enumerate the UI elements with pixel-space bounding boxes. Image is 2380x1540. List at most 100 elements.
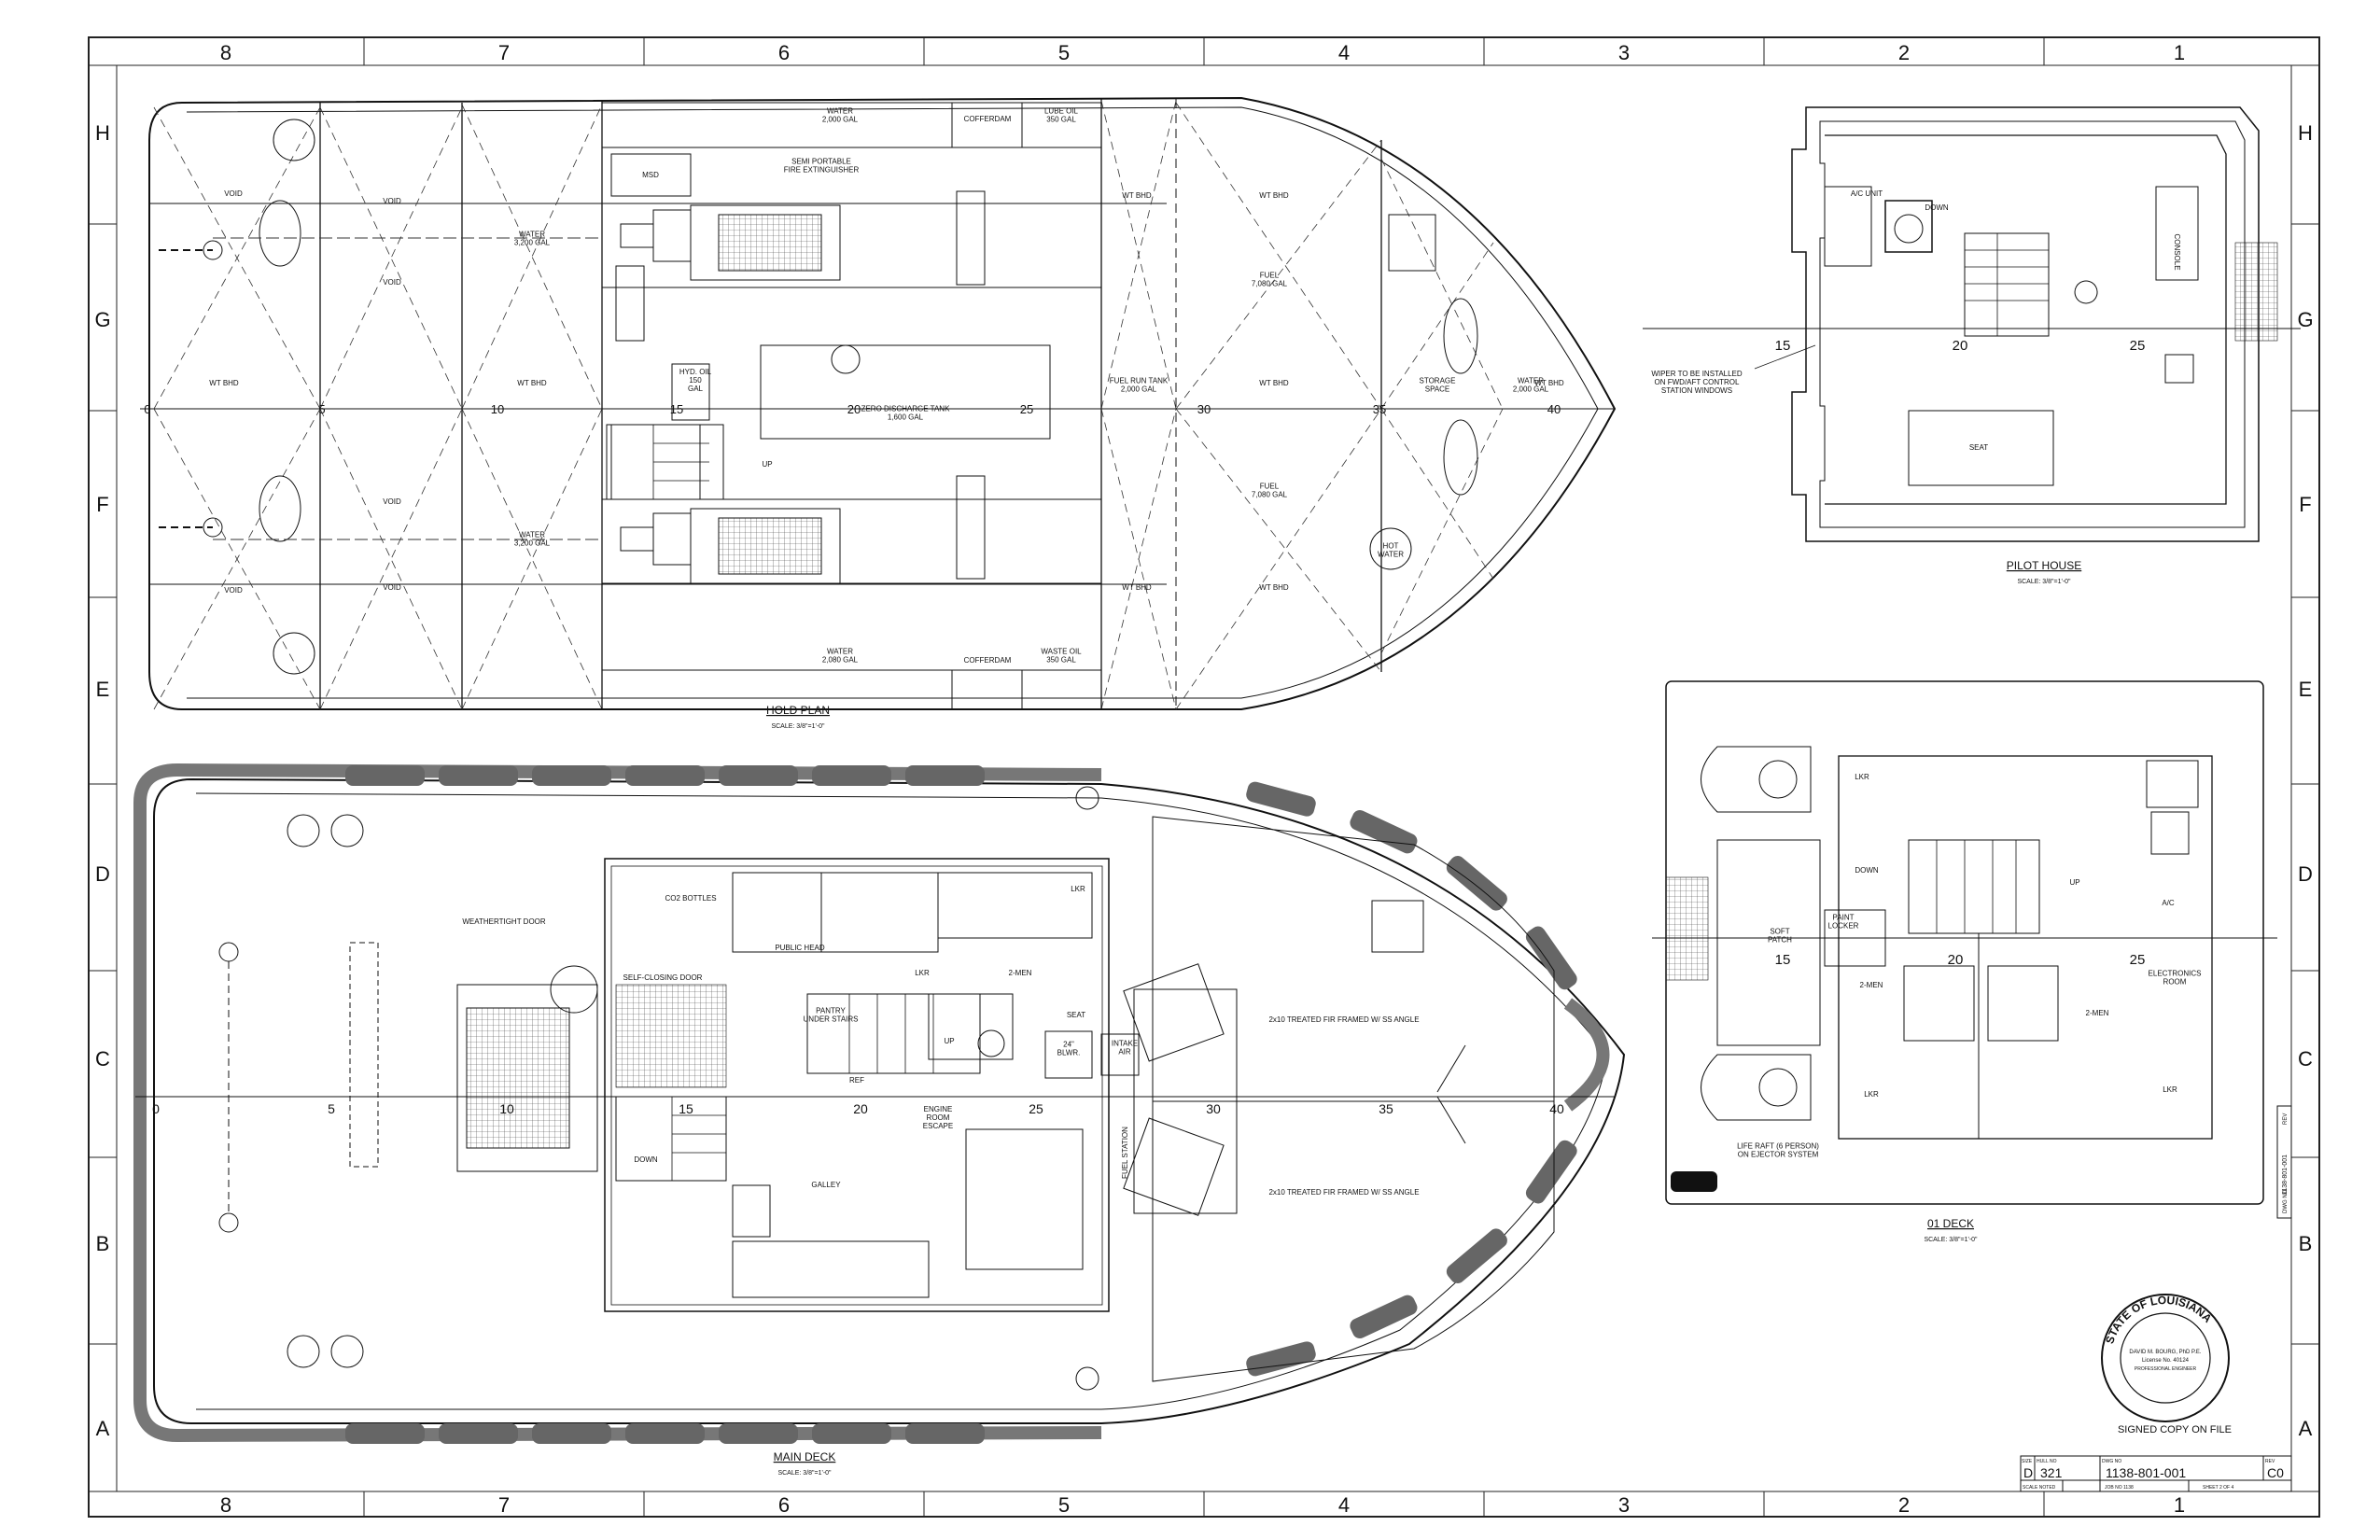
view-scale: SCALE: 3/8"=1'-0" [777,1470,832,1477]
col-label: 5 [1058,1493,1070,1517]
frame-number: 20 [847,402,861,416]
equipment-label: CONSOLE [2173,233,2181,270]
title-block-text: SIZE D HULL NO 321 DWG NO 1138-801-001 R… [2022,1113,2289,1491]
main-hull-outline [153,777,1626,1424]
col-label: 3 [1618,41,1630,64]
room-label: GALLEY [811,1181,841,1189]
main-deck-view: 0 5 10 15 20 25 30 35 40 WEATHERTIGHT DO… [133,763,1626,1477]
room-label: LKR [915,969,930,977]
note-label: LIFE RAFT (6 PERSON)ON EJECTOR SYSTEM [1737,1142,1819,1159]
frame-number: 25 [2130,338,2146,354]
row-label: H [2298,121,2313,145]
tb-size-hdr: SIZE [2022,1459,2033,1464]
frame-number: 40 [1549,1101,1564,1116]
tb-side-rev: REV [2283,1113,2289,1125]
stamp-signed: SIGNED COPY ON FILE [2118,1424,2232,1435]
col-label: 5 [1058,41,1070,64]
equipment-label: CO2 BOTTLES [665,894,716,903]
room-label: SEAT [1067,1011,1085,1019]
frame-number: 15 [679,1101,693,1116]
row-label: G [2297,308,2313,331]
room-label: 2-MEN [1860,981,1883,989]
col-label: 6 [778,1493,790,1517]
col-label: 3 [1618,1493,1630,1517]
note-label: 2x10 TREATED FIR FRAMED W/ SS ANGLE [1268,1015,1419,1024]
hold-hull-outline [148,96,1617,710]
bulkhead-label: WT BHD [1122,191,1152,200]
tank-label: VOID [383,197,401,205]
frame-number: 5 [328,1101,335,1116]
room-label: A/C [2162,899,2175,907]
propeller-icon [203,119,315,675]
tank-label: VOID [383,583,401,592]
col-label: 2 [1898,41,1910,64]
room-label: 2-MEN [2086,1009,2109,1017]
row-label: A [2299,1417,2313,1440]
tank-label: VOID [383,497,401,506]
view-title: HOLD PLAN [766,704,830,717]
bulkhead-label: WT BHD [1259,379,1289,387]
room-label: PUBLIC HEAD [775,944,825,952]
col-label: 4 [1338,41,1350,64]
tb-hull: 321 [2040,1465,2063,1480]
tank-label: COFFERDAM [964,115,1012,123]
equipment-label: REF [849,1076,864,1085]
note-label: 2x10 TREATED FIR FRAMED W/ SS ANGLE [1268,1188,1419,1197]
frame-number: 40 [1547,402,1561,416]
tb-dwg: 1138-801-001 [2106,1465,2186,1480]
frame-number: 15 [1775,952,1791,968]
view-title: MAIN DECK [774,1450,836,1463]
row-label: B [2299,1232,2313,1255]
frame-number: 0 [152,1101,160,1116]
view-scale: SCALE: 3/8"=1'-0" [2017,579,2071,585]
bulkhead-label: WT BHD [1259,191,1289,200]
row-label: A [96,1417,110,1440]
col-label: 7 [498,41,510,64]
engine-icon-starboard [620,475,986,584]
col-label: 8 [220,1493,231,1517]
col-label: 7 [498,1493,510,1517]
row-label: B [96,1232,110,1255]
col-label: 1 [2174,41,2185,64]
tb-dwg-hdr: DWG NO [2102,1459,2121,1464]
stamp-name: DAVID M. BOURG, PhD P.E. [2129,1350,2201,1355]
frame-number: 35 [1379,1101,1393,1116]
col-label: 1 [2174,1493,2185,1517]
zone-column-labels-bottom: 8 7 6 5 4 3 2 1 [220,1493,2185,1517]
row-label: G [94,308,110,331]
room-label: 2-MEN [1009,969,1032,977]
tb-scale-note: SCALE NOTED [2023,1485,2056,1491]
room-label: LKR [1071,885,1085,893]
frame-number: 30 [1206,1101,1221,1116]
tb-job-no: JOB NO 1138 [2105,1485,2134,1491]
tank-label: COFFERDAM [964,656,1012,665]
room-label: LKR [2163,1085,2177,1094]
row-label: E [96,678,110,701]
engineer-stamp: STATE OF LOUISIANA DAVID M. BOURG, PhD P… [2101,1294,2232,1435]
tank-label: VOID [224,586,243,595]
col-label: 8 [220,41,231,64]
equipment-label: MSD [642,171,659,179]
equipment-label: A/C UNIT [1851,189,1883,198]
pilot-house-view: 15 20 25 A/C UNIT DOWN CONSOLE SEAT WIPE… [1643,106,2301,585]
stair-label: UP [944,1037,954,1045]
tb-side-dwg-hdr: DWG NO [2283,1189,2289,1213]
tb-rev-hdr: REV [2265,1459,2275,1464]
frame-number: 25 [2130,952,2146,968]
frame-number: 10 [491,402,504,416]
room-label: LKR [1864,1090,1879,1099]
